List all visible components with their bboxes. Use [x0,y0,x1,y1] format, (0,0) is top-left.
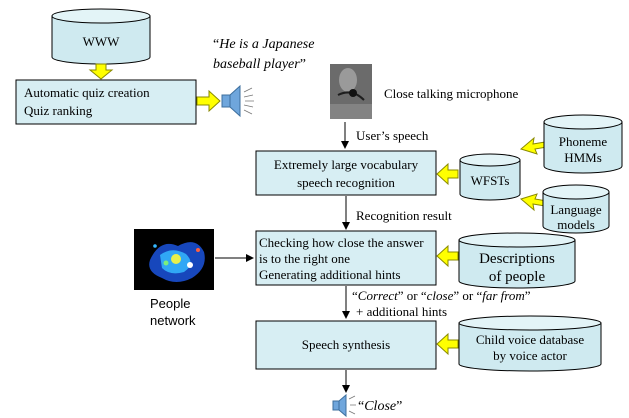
asr-line-1: Extremely large vocabulary [274,157,419,172]
people-network-line-2: network [150,313,196,328]
svg-text:“He is a Japanese: “He is a Japanese [213,37,314,52]
child-voice-database: Child voice database by voice actor [458,315,602,372]
recognition-result-label: Recognition result [356,208,452,223]
output-speaker-icon [332,393,356,418]
speech-recognition-box: Extremely large vocabulary speech recogn… [255,150,437,196]
phoneme-to-wfsts-arrow [519,136,548,155]
www-database: WWW [51,8,151,65]
wfsts-database: WFSTs [459,153,521,201]
language-line-2: models [557,217,595,232]
language-line-1: Language [550,202,601,217]
speaker-icon [221,84,254,118]
www-down-arrow [88,63,114,80]
quiz-line-1: Automatic quiz creation [24,85,150,100]
child-line-2: by voice actor [493,348,567,363]
wfsts-label: WFSTs [471,173,510,188]
check-line-1: Checking how close the answer [259,235,424,250]
feedback-line-1: “Correct” or “close” or “far from” [352,288,531,303]
check-line-2: is to the right one [259,251,350,266]
phoneme-line-1: Phoneme [559,134,608,149]
quote-line-1: He is a Japanese [218,37,314,52]
svg-text:baseball player”: baseball player” [213,57,306,72]
answer-check-box: Checking how close the answer is to the … [255,230,437,286]
microphone-label: Close talking microphone [384,86,519,101]
descriptions-line-2: of people [489,269,546,285]
people-network-line-1: People [150,296,190,311]
final-output-label: “Close” [358,399,402,414]
child-to-synth-arrow [436,332,459,356]
descriptions-database: Descriptions of people [458,232,576,289]
check-line-3: Generating additional hints [259,267,401,282]
users-speech-label: User’s speech [356,128,429,143]
asr-line-2: speech recognition [297,175,395,190]
quiz-right-arrow [196,89,221,113]
descriptions-to-check-arrow [436,244,459,268]
www-cylinder-top [51,8,151,24]
speech-synthesis-box: Speech synthesis [255,320,437,370]
www-label: WWW [83,34,121,49]
quote-line-2: baseball player [213,57,300,72]
quiz-line-2: Quiz ranking [24,103,93,118]
quiz-creation-box: Automatic quiz creation Quiz ranking [15,79,197,125]
phoneme-line-2: HMMs [564,150,602,165]
people-network-image [134,229,214,290]
quiz-quote: “He is a Japanese baseball player” [213,37,314,72]
feedback-line-2: + additional hints [356,304,447,319]
phoneme-hmms-database: Phoneme HMMs [543,114,623,174]
microphone-photo [330,64,372,119]
wfsts-to-asr-arrow [436,162,459,186]
language-models-database: Language models [542,184,610,234]
descriptions-line-1: Descriptions [479,251,555,267]
child-line-1: Child voice database [476,332,585,347]
synthesis-label: Speech synthesis [302,337,390,352]
